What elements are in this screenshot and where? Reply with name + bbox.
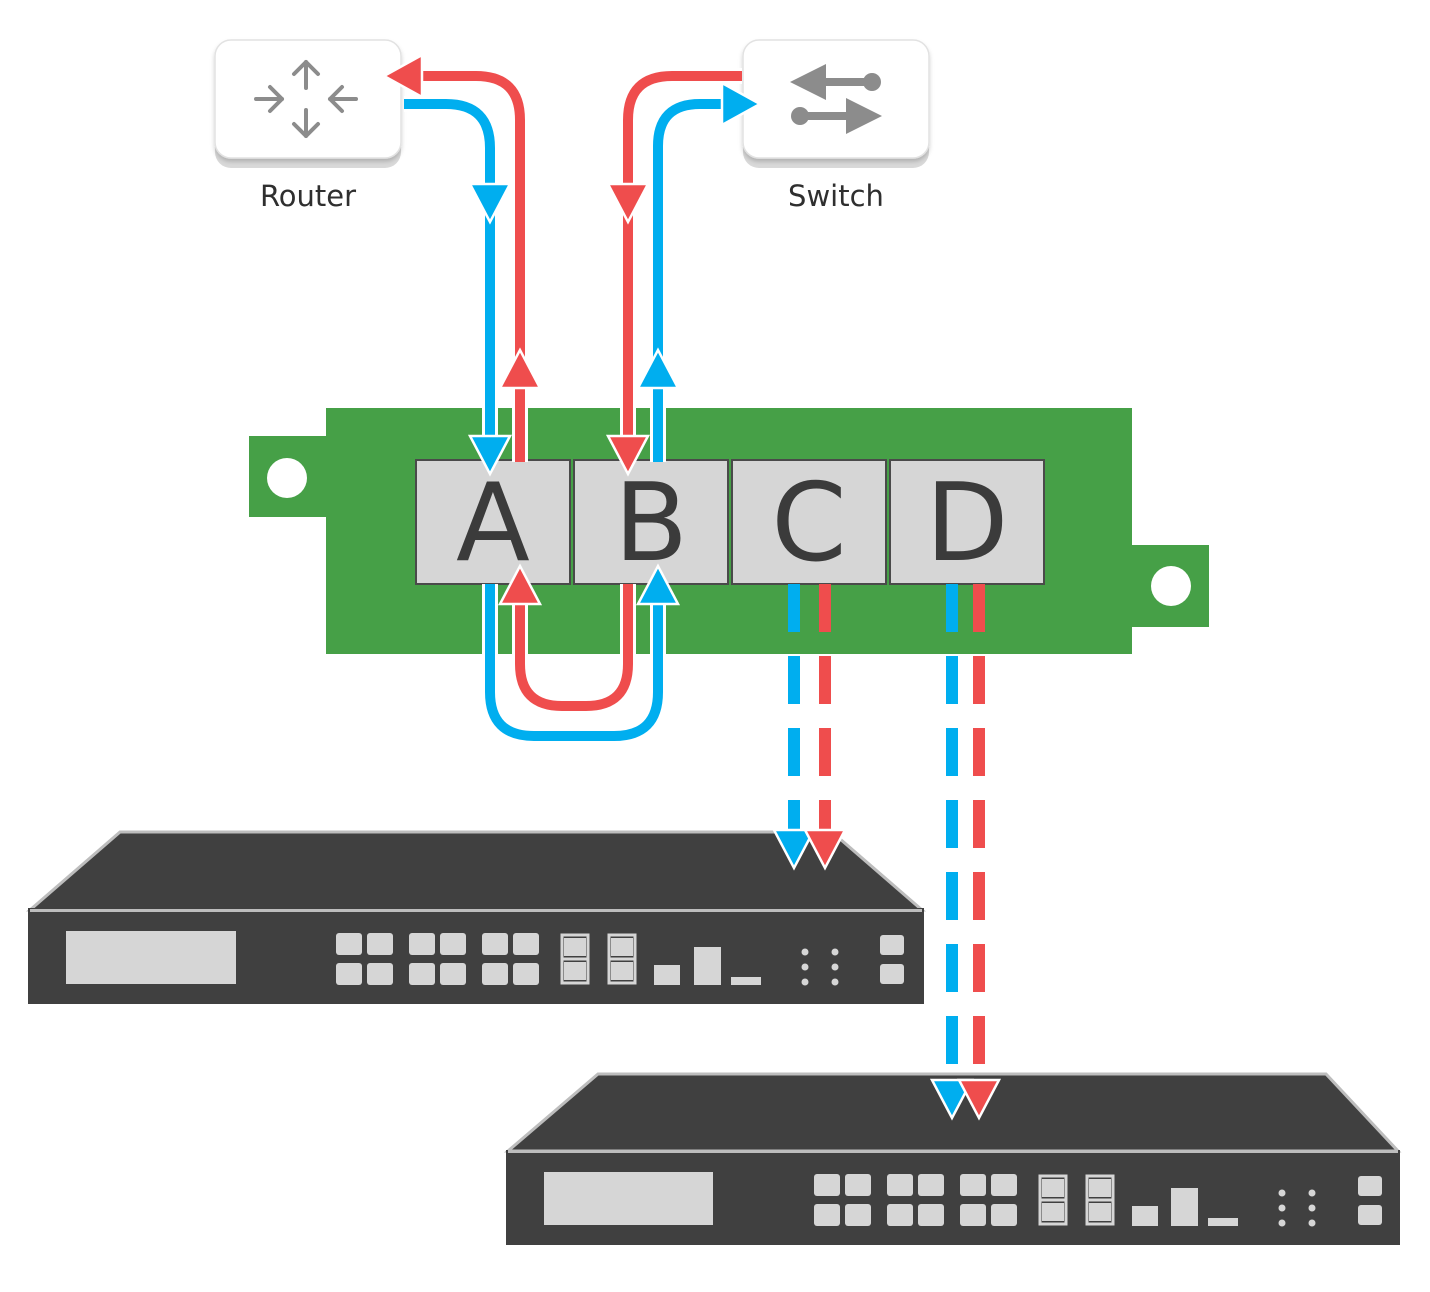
router-icon: [254, 60, 358, 138]
port-b-label: B: [614, 461, 688, 586]
router-tile: [214, 39, 402, 159]
blue-arrowhead: [467, 182, 513, 225]
blue-arrowhead: [720, 80, 763, 128]
red-arrowhead: [956, 1078, 1002, 1121]
port-d-label: D: [925, 461, 1008, 586]
appliance-ports: [814, 1174, 1017, 1226]
tap-mount-hole-right: [1151, 566, 1191, 606]
flow-loop-a-b: [482, 563, 681, 744]
appliance-sfp-ports: [1038, 1174, 1115, 1226]
blue-arrowhead: [467, 434, 513, 477]
network-tap: A B C D: [249, 408, 1209, 654]
flow-port-b-to-switch: [635, 80, 763, 462]
blue-arrowhead: [635, 563, 681, 606]
monitor-appliance-1: [25, 830, 927, 1004]
network-appliance-icon: [25, 830, 927, 1004]
blue-arrowhead: [771, 828, 817, 871]
blue-arrowhead: [929, 1078, 975, 1121]
router-device: Router: [214, 39, 402, 213]
red-arrowhead: [605, 182, 651, 225]
flow-switch-to-port-b: [605, 68, 742, 477]
flow-port-d-to-monitor-2: [929, 584, 1002, 1121]
switch-tile: [742, 39, 930, 159]
switch-device: Switch: [742, 39, 930, 213]
router-label: Router: [260, 179, 356, 213]
flow-port-c-to-monitor-1: [771, 584, 848, 871]
switch-label: Switch: [788, 179, 884, 213]
red-arrowhead: [381, 52, 424, 100]
tap-mount-hole-left: [267, 458, 307, 498]
tap-port-d: D: [889, 459, 1045, 586]
switch-icon: [790, 64, 882, 134]
appliance-display: [544, 1172, 713, 1225]
tap-port-b: B: [573, 459, 729, 586]
tap-port-c: C: [731, 459, 887, 586]
flow-router-to-port-a: [404, 96, 513, 477]
tap-port-a: A: [415, 459, 571, 586]
appliance-sfp-ports: [560, 933, 637, 985]
appliance-leds: [801, 948, 839, 986]
red-arrowhead: [497, 563, 543, 606]
appliance-display: [66, 931, 236, 984]
red-arrowhead: [802, 828, 848, 871]
blue-arrowhead: [635, 347, 681, 390]
red-arrowhead: [497, 347, 543, 390]
red-arrowhead: [605, 434, 651, 477]
appliance-ports: [336, 933, 539, 985]
port-a-label: A: [456, 461, 530, 586]
port-c-label: C: [771, 461, 846, 586]
flow-port-a-to-router: [381, 52, 543, 462]
appliance-leds: [1278, 1189, 1316, 1227]
